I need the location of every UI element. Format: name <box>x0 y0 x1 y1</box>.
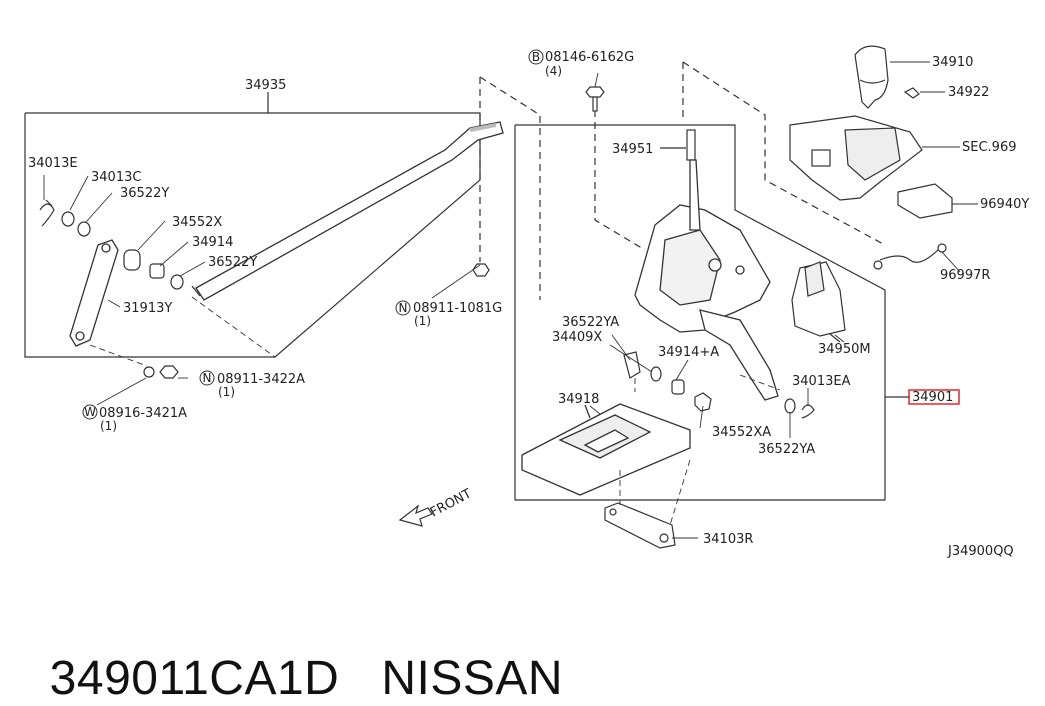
washer-36522Y-1 <box>77 221 91 237</box>
washer-36522YA-1 <box>650 366 662 382</box>
label-sec969[interactable]: SEC.969 <box>962 140 1017 155</box>
label-08911-3422A-qty: (1) <box>218 385 235 399</box>
pin-34951 <box>660 129 696 161</box>
link-34103R <box>604 502 676 549</box>
washer-34013C <box>61 211 75 227</box>
label-08911-3422A[interactable]: 08911-3422A <box>217 372 305 387</box>
clip-34922 <box>903 87 920 99</box>
label-34951[interactable]: 34951 <box>612 142 653 157</box>
clip-34013EA <box>801 404 815 419</box>
label-36522YA-2[interactable]: 36522YA <box>758 442 815 457</box>
bushing-34552XA <box>694 392 712 412</box>
collar-34914A <box>671 379 685 395</box>
washer-36522Y-2 <box>170 274 184 290</box>
nut-08911-1081G <box>472 263 490 277</box>
label-34552X[interactable]: 34552X <box>172 215 222 230</box>
collar-34914 <box>149 263 165 279</box>
label-08146-6162G[interactable]: 08146-6162G <box>545 50 634 65</box>
label-08911-1081G[interactable]: 08911-1081G <box>413 301 502 316</box>
label-36522Y-1[interactable]: 36522Y <box>120 186 169 201</box>
bracket-34409X <box>623 351 641 379</box>
box-34901-outline <box>514 124 886 501</box>
label-34901[interactable]: 34901 <box>912 390 953 405</box>
label-08911-1081G-qty: (1) <box>414 314 431 328</box>
label-34013C[interactable]: 34013C <box>91 170 141 185</box>
washer-36522YA-2 <box>784 398 796 414</box>
symbol-n1-icon <box>395 300 411 316</box>
label-34922[interactable]: 34922 <box>948 85 989 100</box>
label-34910[interactable]: 34910 <box>932 55 973 70</box>
label-34013EA[interactable]: 34013EA <box>792 374 851 389</box>
label-34552XA[interactable]: 34552XA <box>712 425 771 440</box>
label-34013E[interactable]: 34013E <box>28 156 78 171</box>
label-front: FRONT <box>428 486 474 520</box>
diagram-id: J34900QQ <box>947 544 1014 559</box>
nut-bottom <box>159 365 179 379</box>
label-34914[interactable]: 34914 <box>192 235 233 250</box>
label-34409X[interactable]: 34409X <box>552 330 602 345</box>
label-96940Y[interactable]: 96940Y <box>980 197 1029 212</box>
front-arrow-icon <box>398 504 433 527</box>
symbol-w-icon <box>82 404 98 420</box>
label-36522YA-1[interactable]: 36522YA <box>562 315 619 330</box>
switch-96940Y <box>897 183 953 219</box>
symbol-b: B <box>532 50 540 64</box>
symbol-n2: N <box>203 371 212 385</box>
parts-diagram: B N N W 34935 34013E 34013C 36522Y 34552… <box>24 45 1029 559</box>
label-34950M[interactable]: 34950M <box>818 342 871 357</box>
label-08916-3421A[interactable]: 08916-3421A <box>99 406 187 421</box>
symbol-n2-icon <box>199 370 215 386</box>
box-34935-outline <box>24 112 481 358</box>
label-34914A[interactable]: 34914+A <box>658 345 719 360</box>
clip-34013E <box>39 199 55 227</box>
caption-part-number: 349011CA1D <box>49 652 340 705</box>
part-caption: 349011CA1D NISSAN <box>22 596 563 705</box>
label-08916-3421A-qty: (1) <box>100 419 117 433</box>
washer-bottom <box>143 366 155 378</box>
label-08146-qty: (4) <box>545 64 562 78</box>
label-34935[interactable]: 34935 <box>245 78 286 93</box>
lever-31913Y <box>69 239 119 347</box>
bushing-34552X <box>123 249 141 271</box>
symbol-b-icon <box>528 49 544 65</box>
caption-brand: NISSAN <box>381 652 564 705</box>
bolt-08146-6162G <box>585 86 605 112</box>
shift-rod-34935 <box>191 121 504 301</box>
symbol-n1: N <box>399 301 408 315</box>
label-34918[interactable]: 34918 <box>558 392 599 407</box>
cover-34918 <box>521 403 691 496</box>
highlight-box-34901 <box>908 389 960 405</box>
harness-96997R <box>879 247 941 263</box>
symbol-w: W <box>84 405 96 419</box>
label-96997R[interactable]: 96997R <box>940 268 990 283</box>
knob-34910 <box>854 45 889 109</box>
shifter-assembly-34901 <box>634 159 779 401</box>
module-34950M <box>791 261 846 343</box>
label-31913Y[interactable]: 31913Y <box>123 301 172 316</box>
label-36522Y-2[interactable]: 36522Y <box>208 255 257 270</box>
label-34103R[interactable]: 34103R <box>703 532 753 547</box>
